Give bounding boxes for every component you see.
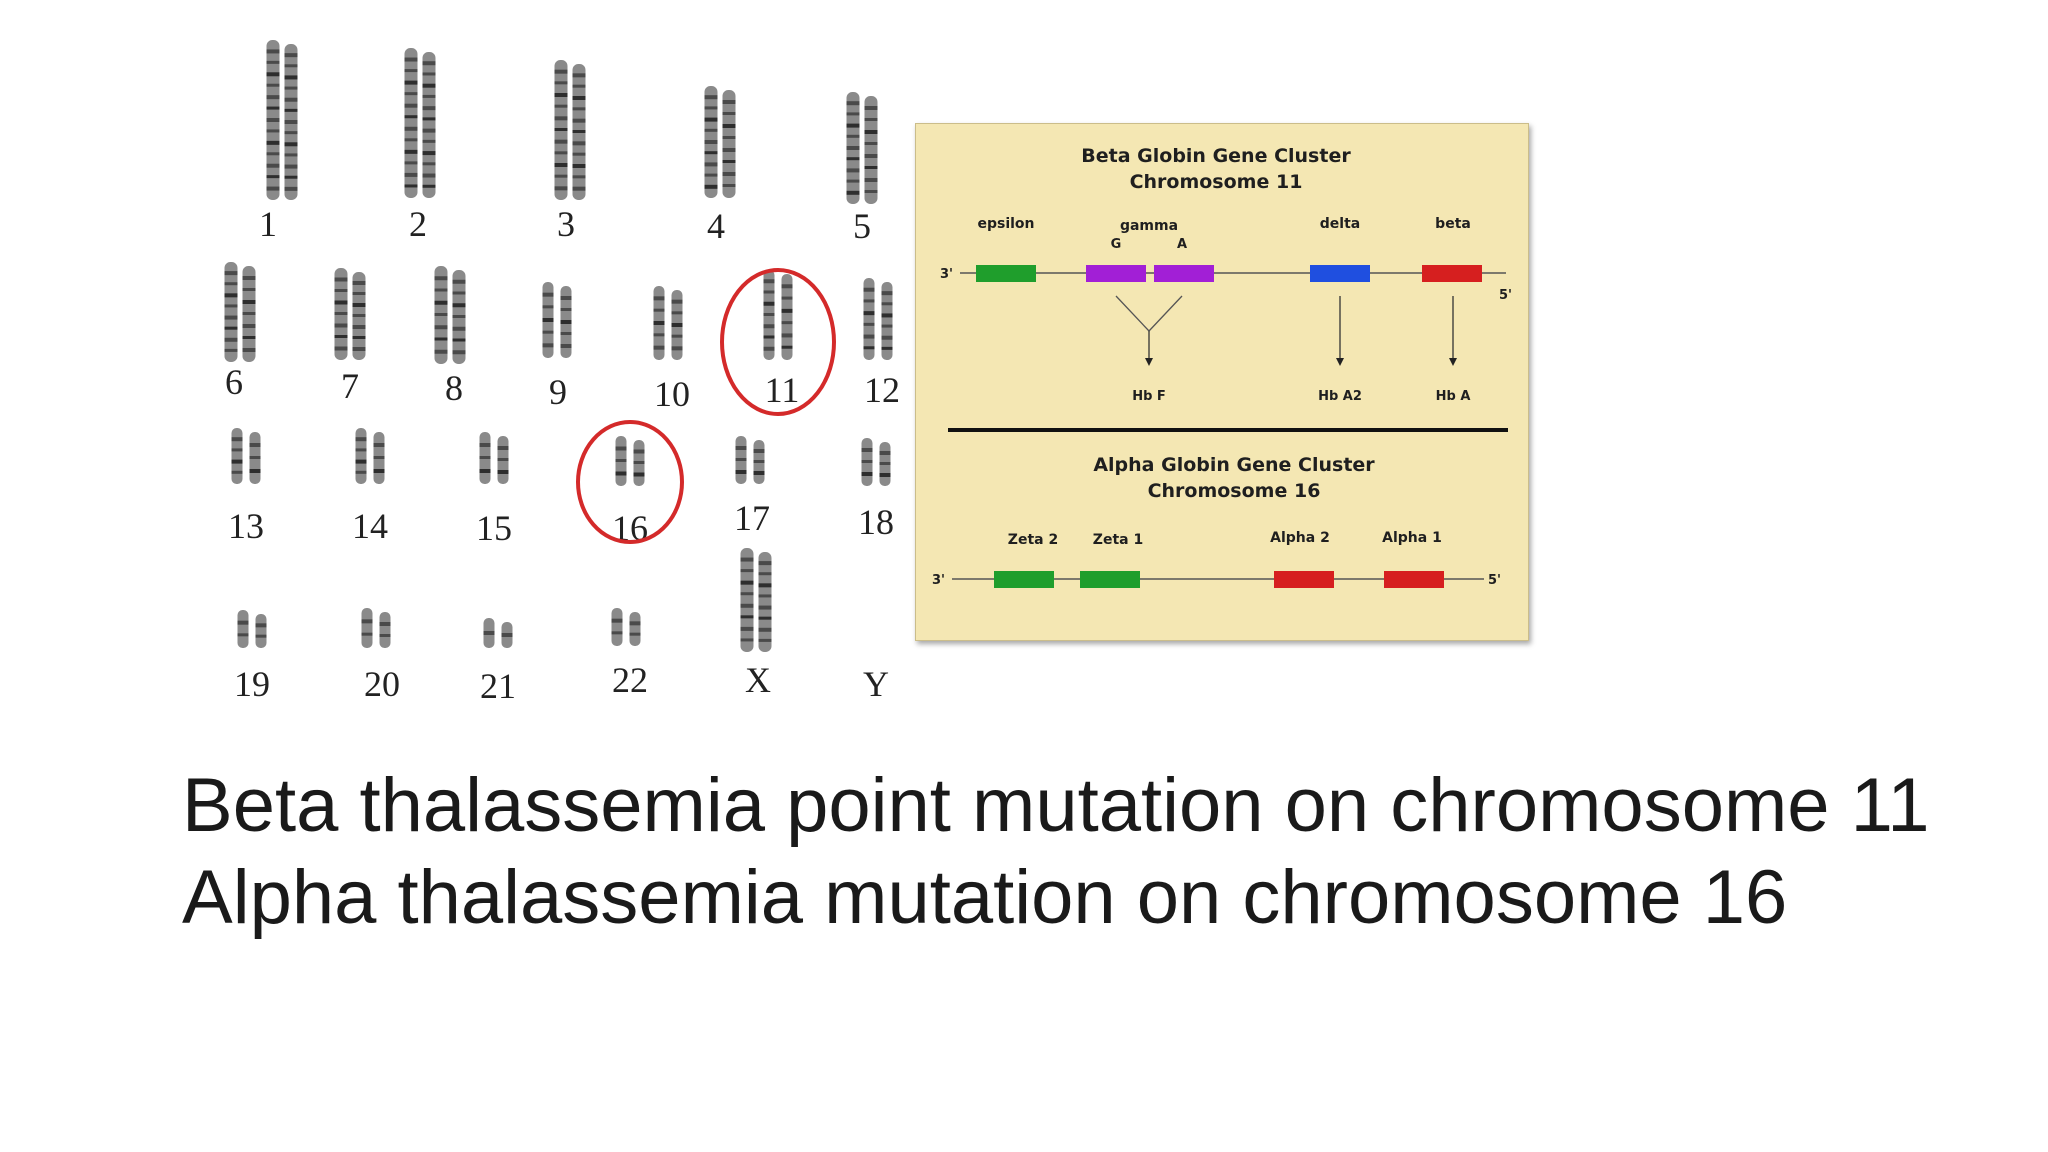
chromosome-4: 4 (704, 86, 736, 246)
chromosome-7: 7 (334, 268, 366, 406)
globin-gene-cluster-panel: Beta Globin Gene Cluster Chromosome 11 e… (915, 123, 1529, 641)
gene-label-zeta2: Zeta 2 (1008, 532, 1058, 548)
chromosome-label: 1 (259, 204, 277, 244)
gene-box-zeta2 (994, 571, 1054, 588)
alpha-end-3prime: 3' (932, 573, 945, 588)
slide-caption: Beta thalassemia point mutation on chrom… (182, 760, 1982, 944)
chromosome-label: 9 (549, 372, 567, 412)
product-hba2: Hb A2 (1318, 389, 1362, 404)
gene-label-beta: beta (1435, 216, 1471, 232)
gene-label-alpha1: Alpha 1 (1382, 530, 1442, 546)
caption-line-beta: Beta thalassemia point mutation on chrom… (182, 763, 1930, 848)
gene-box-alpha2 (1274, 571, 1334, 588)
chromosome-5: 5 (846, 92, 878, 246)
chromosome-x: X (740, 548, 772, 700)
chromosome-2: 2 (404, 48, 436, 244)
gene-box-zeta1 (1080, 571, 1140, 588)
chromosome-label: 19 (234, 664, 270, 704)
gene-label-gamma-g: G (1111, 237, 1122, 252)
chromosome-label: 5 (853, 206, 871, 246)
chromosome-label: 14 (352, 506, 388, 546)
product-hbf: Hb F (1132, 389, 1166, 404)
chromosome-22: 22 (611, 608, 648, 700)
gene-box-alpha1 (1384, 571, 1444, 588)
beta-cluster-title: Beta Globin Gene Cluster (1081, 145, 1351, 167)
product-hba: Hb A (1436, 389, 1471, 404)
chromosome-12: 12 (863, 278, 900, 410)
chromosome-label: Y (863, 664, 889, 704)
highlight-circle (720, 268, 836, 416)
chromosome-17: 17 (734, 436, 770, 538)
beta-cluster-chromosome: Chromosome 11 (1130, 171, 1303, 193)
gene-box-gamma-a (1154, 265, 1214, 282)
gene-box-gamma-g (1086, 265, 1146, 282)
gene-label-zeta1: Zeta 1 (1093, 532, 1143, 548)
chromosome-label: 6 (225, 362, 243, 402)
chromosome-label: 4 (707, 206, 725, 246)
chromosome-y: Y (863, 664, 889, 704)
chromosome-label: X (745, 660, 771, 700)
alpha-end-5prime: 5' (1488, 573, 1501, 588)
gene-label-delta: delta (1320, 216, 1360, 232)
chromosome-label: 11 (765, 370, 800, 410)
chromosome-label: 10 (654, 374, 690, 414)
gene-label-gamma-a: A (1177, 237, 1187, 252)
chromosome-label: 12 (864, 370, 900, 410)
chromosome-3: 3 (554, 60, 586, 244)
beta-end-5prime: 5' (1499, 288, 1512, 303)
chromosome-label: 20 (364, 664, 400, 704)
chromosome-label: 13 (228, 506, 264, 546)
gene-label-alpha2: Alpha 2 (1270, 530, 1330, 546)
chromosome-10: 10 (653, 286, 690, 414)
chromosome-1: 1 (259, 40, 298, 244)
chromosome-label: 15 (476, 508, 512, 548)
chromosome-13: 13 (228, 428, 264, 546)
beta-end-3prime: 3' (940, 267, 953, 282)
chromosome-label: 8 (445, 368, 463, 408)
chromosome-9: 9 (542, 282, 572, 412)
chromosome-11: 11 (720, 268, 836, 416)
arrow-head-hbf (1145, 358, 1153, 366)
gene-box-beta (1422, 265, 1482, 282)
alpha-cluster-title: Alpha Globin Gene Cluster (1093, 454, 1375, 476)
chromosome-21: 21 (480, 618, 516, 706)
chromosome-19: 19 (234, 610, 270, 704)
gene-box-epsilon (976, 265, 1036, 282)
alpha-cluster-chromosome: Chromosome 16 (1148, 480, 1321, 502)
chromosome-8: 8 (434, 266, 466, 408)
gamma-merge-lines (1115, 295, 1183, 332)
chromosome-label: 17 (734, 498, 770, 538)
caption-line-alpha: Alpha thalassemia mutation on chromosome… (182, 855, 1788, 940)
chromosome-18: 18 (858, 438, 894, 542)
chromosome-label: 7 (341, 366, 359, 406)
chromosome-14: 14 (352, 428, 388, 546)
highlight-circle (576, 420, 684, 544)
gene-box-delta (1310, 265, 1370, 282)
chromosome-6: 6 (224, 262, 256, 402)
chromosome-20: 20 (361, 608, 400, 704)
gene-cluster-diagram: Beta Globin Gene Cluster Chromosome 11 e… (932, 145, 1512, 588)
chromosome-label: 21 (480, 666, 516, 706)
chromosome-label: 3 (557, 204, 575, 244)
chromosome-label: 2 (409, 204, 427, 244)
gene-label-gamma: gamma (1120, 218, 1178, 234)
chromosome-label: 18 (858, 502, 894, 542)
chromosome-16: 16 (576, 420, 684, 548)
arrow-head-hba (1449, 358, 1457, 366)
arrow-head-hba2 (1336, 358, 1344, 366)
chromosome-15: 15 (476, 432, 512, 548)
gene-label-epsilon: epsilon (977, 216, 1034, 232)
chromosome-label: 22 (612, 660, 648, 700)
